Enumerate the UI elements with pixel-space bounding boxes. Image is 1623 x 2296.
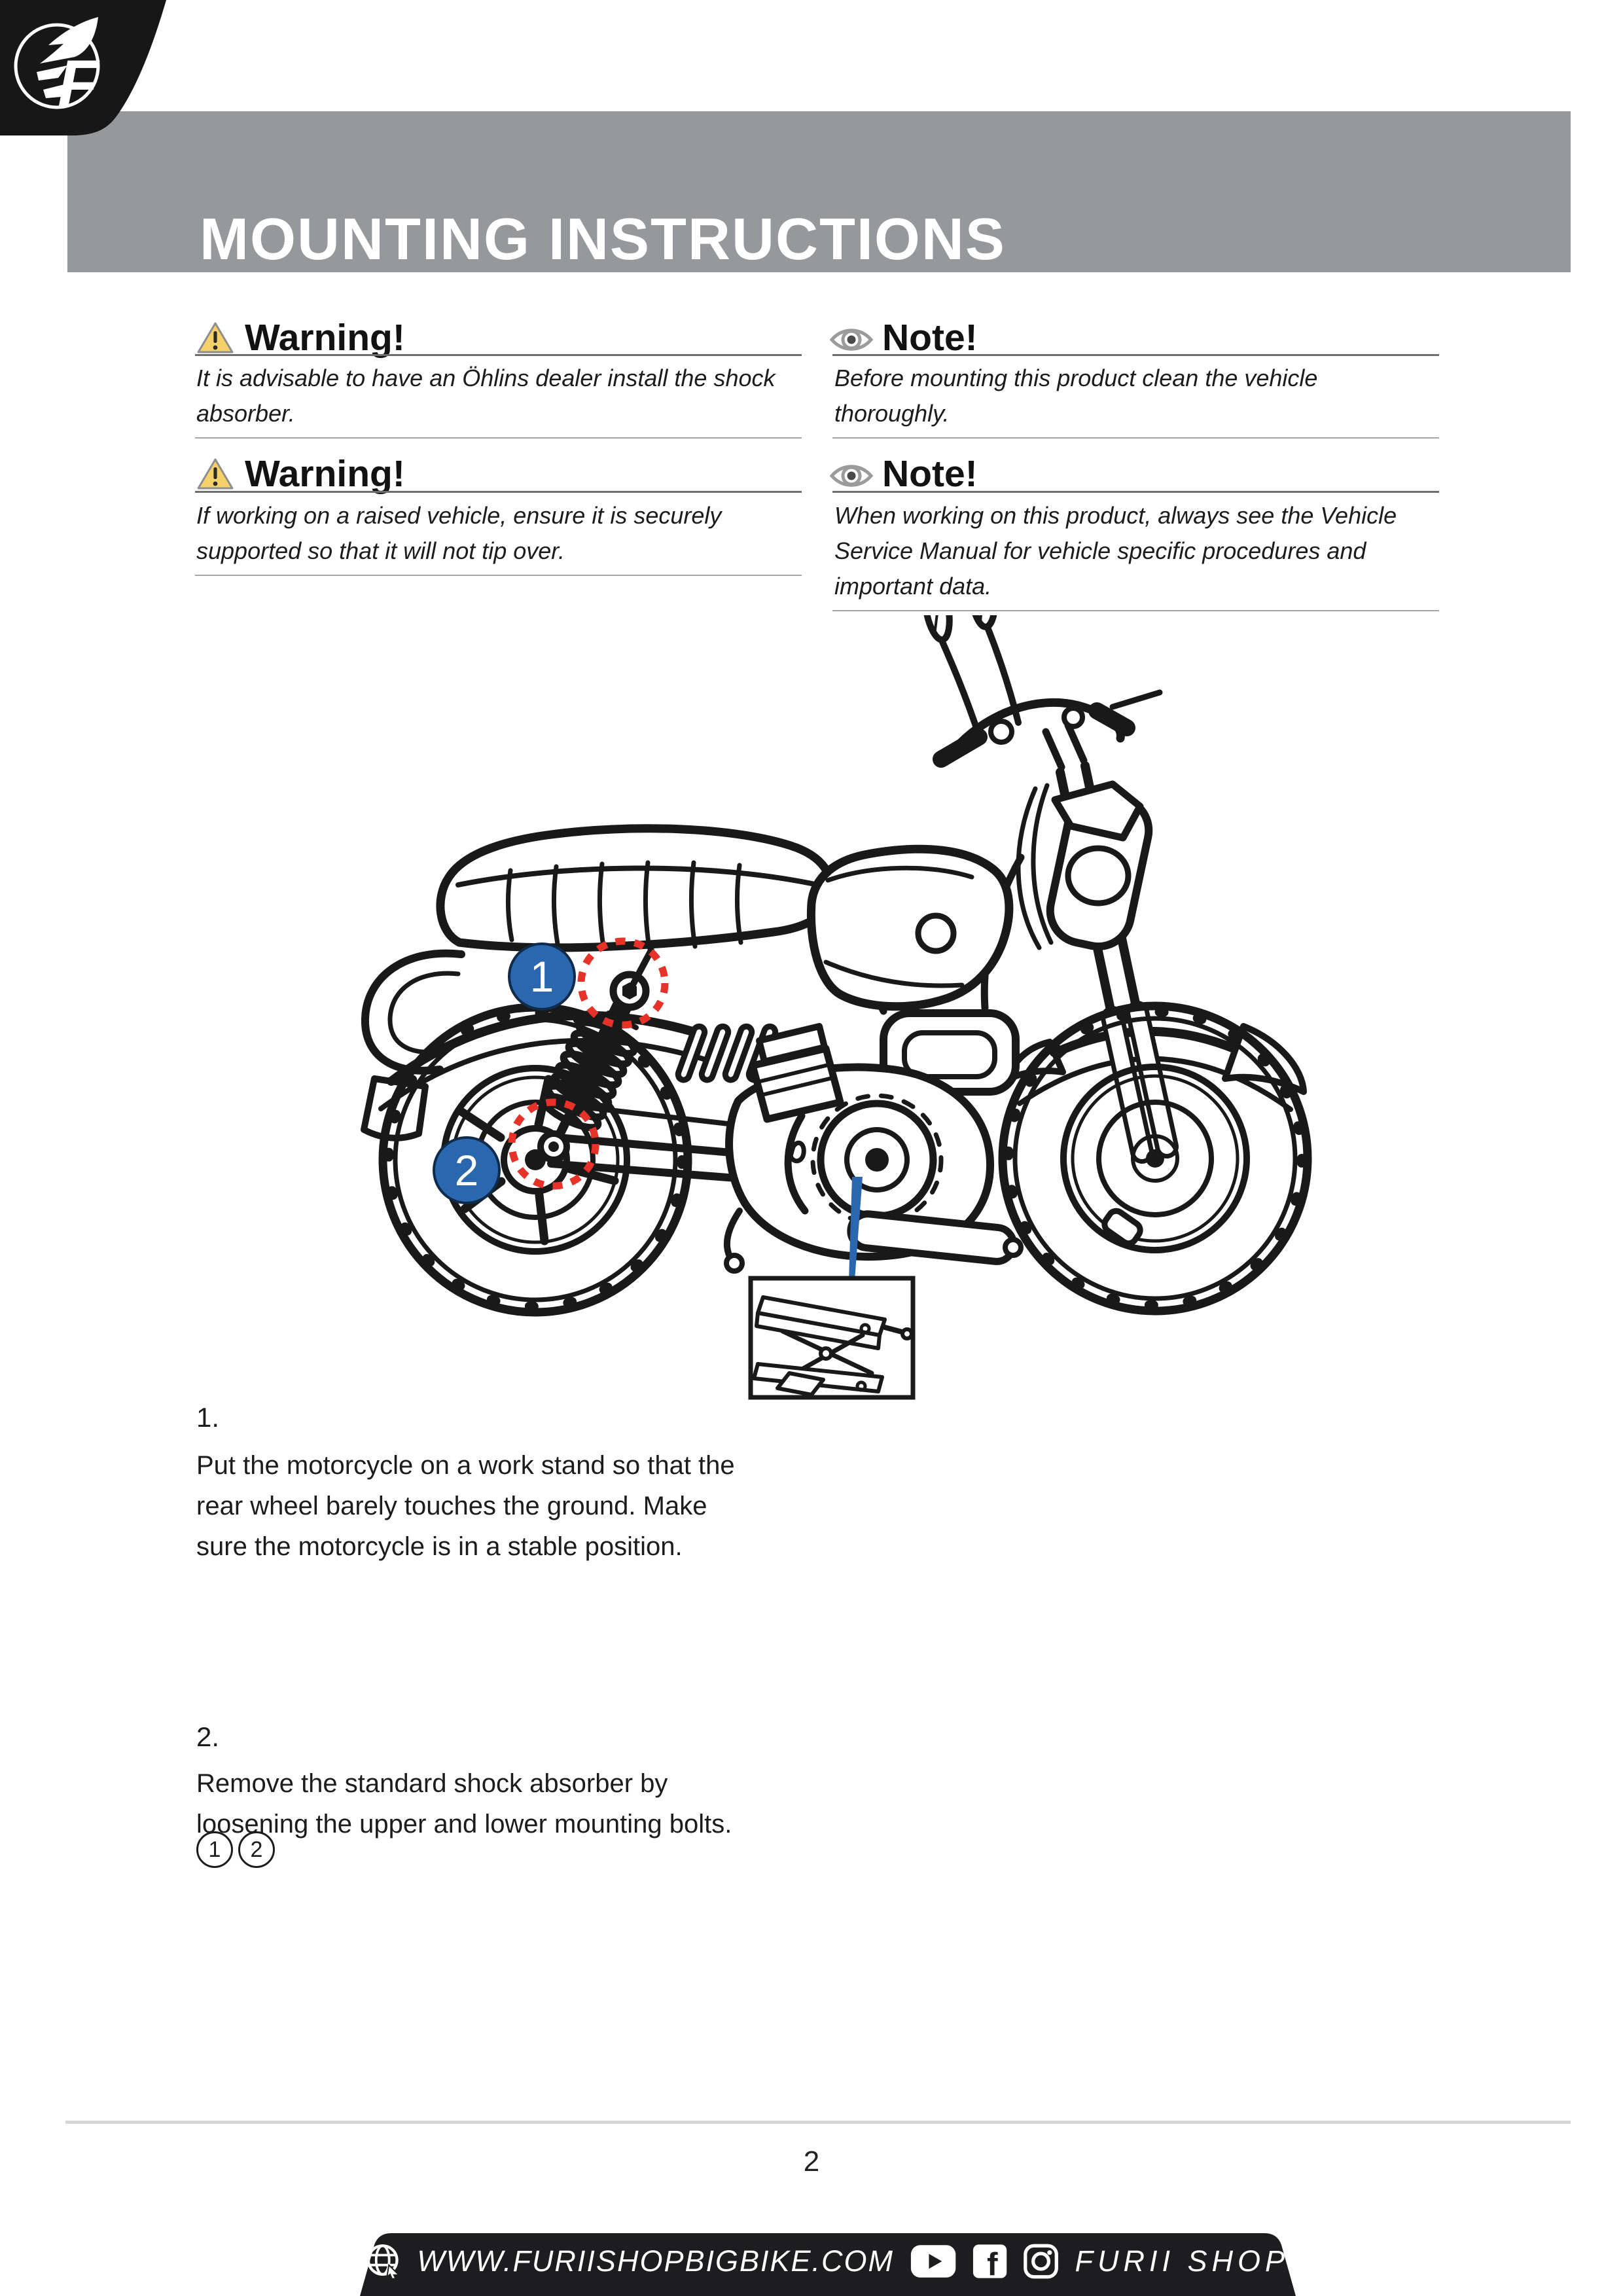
note-1-heading: Note! [882,317,978,359]
heading-rule [195,354,802,356]
eye-icon [830,325,873,355]
stand-pointer [849,1177,863,1280]
footer-website: WWW.FURIISHOPBIGBIKE.COM [417,2244,895,2278]
work-stand-box [748,1276,916,1400]
step-1-number: 1. [196,1402,220,1433]
brand-logo: F [0,0,171,143]
callout-1: 1 [508,942,576,1011]
instagram-icon [1024,2244,1059,2279]
warning-1-heading: Warning! [245,317,405,359]
section-rule [832,610,1439,611]
warning-triangle-icon [196,321,234,355]
footer-divider [65,2121,1571,2124]
ref-circle-1: 1 [196,1831,233,1868]
facebook-icon: f [973,2244,1007,2280]
headlight [1046,780,1153,951]
motorcycle-illustration: 1 2 [353,615,1315,1446]
footer-content: WWW.FURIISHOPBIGBIKE.COM f FURII SHOP [366,2231,1289,2292]
heading-rule [832,354,1439,356]
step-1-text: Put the motorcycle on a work stand so th… [196,1451,735,1561]
note-2-body: When working on this product, always see… [834,502,1397,600]
fuel-tank [806,844,1014,1011]
page-number: 2 [803,2145,820,2178]
footer-bar [0,2225,1623,2296]
callout-1-label: 1 [530,952,554,1001]
callout-2-label: 2 [455,1146,479,1194]
eye-icon [830,461,873,491]
mirrors [921,615,1022,739]
globe-icon [366,2244,401,2280]
section-rule [832,437,1439,439]
note-2-heading: Note! [882,453,978,495]
page-title: MOUNTING INSTRUCTIONS [200,207,1006,272]
section-rule [195,437,802,439]
callout-2: 2 [433,1136,501,1204]
highlight-circle-lower-bolt [508,1098,599,1190]
warning-triangle-icon [196,457,234,491]
seat [436,824,836,952]
step-2-number: 2. [196,1721,220,1752]
step-2-bolt-refs: 1 2 [196,1831,275,1868]
front-wheel [998,1001,1312,1316]
step-2-text: Remove the standard shock absorber by lo… [196,1769,732,1839]
note-1-body: Before mounting this product clean the v… [834,365,1318,427]
highlight-circle-upper-bolt [577,937,669,1029]
footer-shop-name: FURII SHOP [1075,2244,1290,2278]
header-bar [67,111,1571,272]
furii-winged-f-icon: F [0,0,166,135]
warning-1-body: It is advisable to have an Öhlins dealer… [196,365,776,427]
logo-letter: F [58,46,100,121]
engine [723,1023,1024,1274]
heading-rule [832,491,1439,493]
youtube-icon [910,2245,956,2278]
ref-circle-2: 2 [238,1831,275,1868]
rear-wheel [378,1003,692,1317]
warning-2-body: If working on a raised vehicle, ensure i… [196,502,722,564]
heading-rule [195,491,802,493]
warning-2-heading: Warning! [245,453,405,495]
facebook-letter: f [987,2246,998,2280]
section-rule [195,575,802,576]
